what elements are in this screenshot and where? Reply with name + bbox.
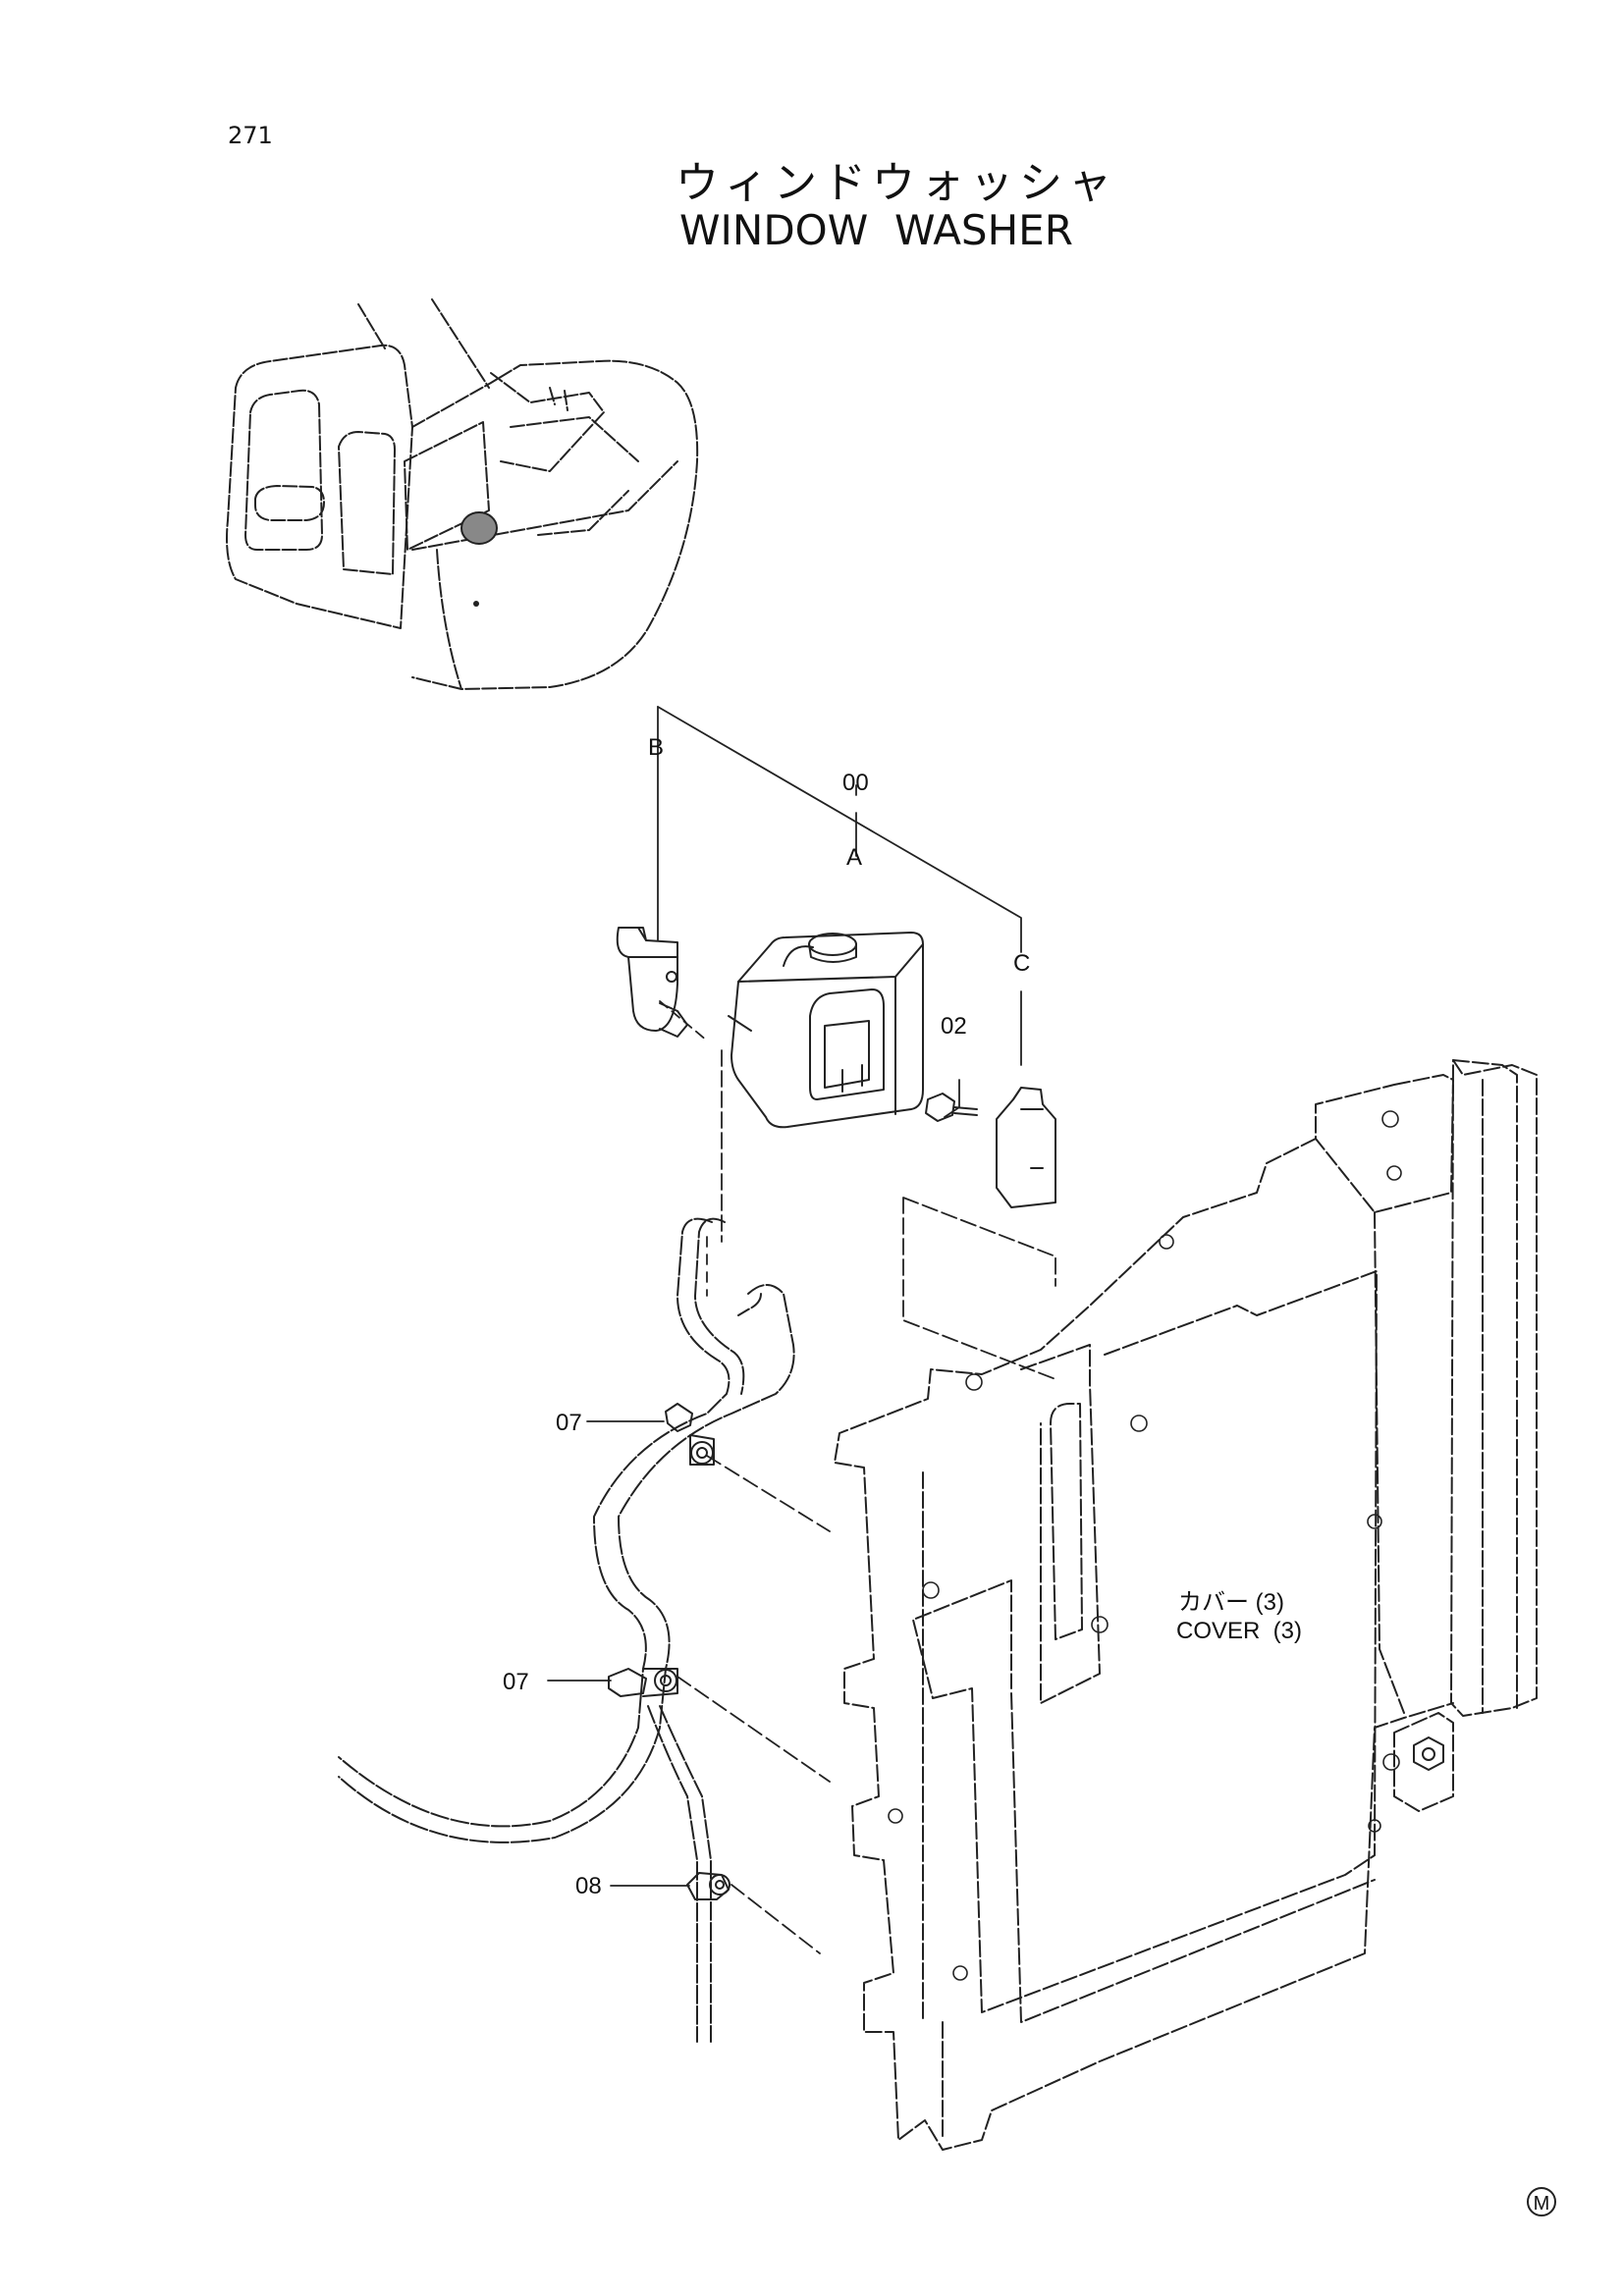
cover-label-japanese: カバー (3) <box>1178 1589 1284 1616</box>
cover-panel-assembly <box>834 1059 1538 2151</box>
cover-label-english: COVER (3) <box>1176 1618 1303 1644</box>
hose-clamp-lower <box>686 1872 730 1900</box>
tank-bracket <box>996 1087 1056 1208</box>
title-english: WINDOW WASHER <box>679 206 1073 254</box>
hose-leader-lines <box>676 1236 831 1954</box>
title-japanese: ウィンドウォッシャ <box>676 158 1117 208</box>
page-number: 271 <box>228 122 273 149</box>
assembly-reference-lines <box>657 706 1056 1380</box>
callout-00: 00 <box>842 770 869 796</box>
mark-letter: M <box>1534 2193 1550 2215</box>
callout-leaders <box>547 784 857 1887</box>
washer-location-dot <box>473 601 479 607</box>
callout-07-upper: 07 <box>556 1410 582 1436</box>
hose-clamp-middle <box>608 1668 678 1697</box>
bolt-02 <box>925 1093 978 1122</box>
cover-nut <box>1413 1736 1444 1771</box>
cover-mount-holes <box>888 1110 1402 1981</box>
excavator-overview-illustration <box>226 298 699 690</box>
callout-c: C <box>1013 950 1031 977</box>
washer-location-highlight <box>460 511 498 545</box>
mark-symbol: M <box>1527 2187 1556 2216</box>
washer-tank <box>728 932 924 1129</box>
hose-clamp-upper <box>665 1403 715 1466</box>
callout-b: B <box>648 734 665 761</box>
callout-a: A <box>846 844 863 871</box>
callout-07-middle: 07 <box>503 1669 529 1695</box>
callout-08: 08 <box>575 1873 602 1899</box>
callout-02: 02 <box>941 1013 967 1040</box>
washer-pump <box>616 927 688 1038</box>
washer-hoses <box>338 1217 795 2043</box>
